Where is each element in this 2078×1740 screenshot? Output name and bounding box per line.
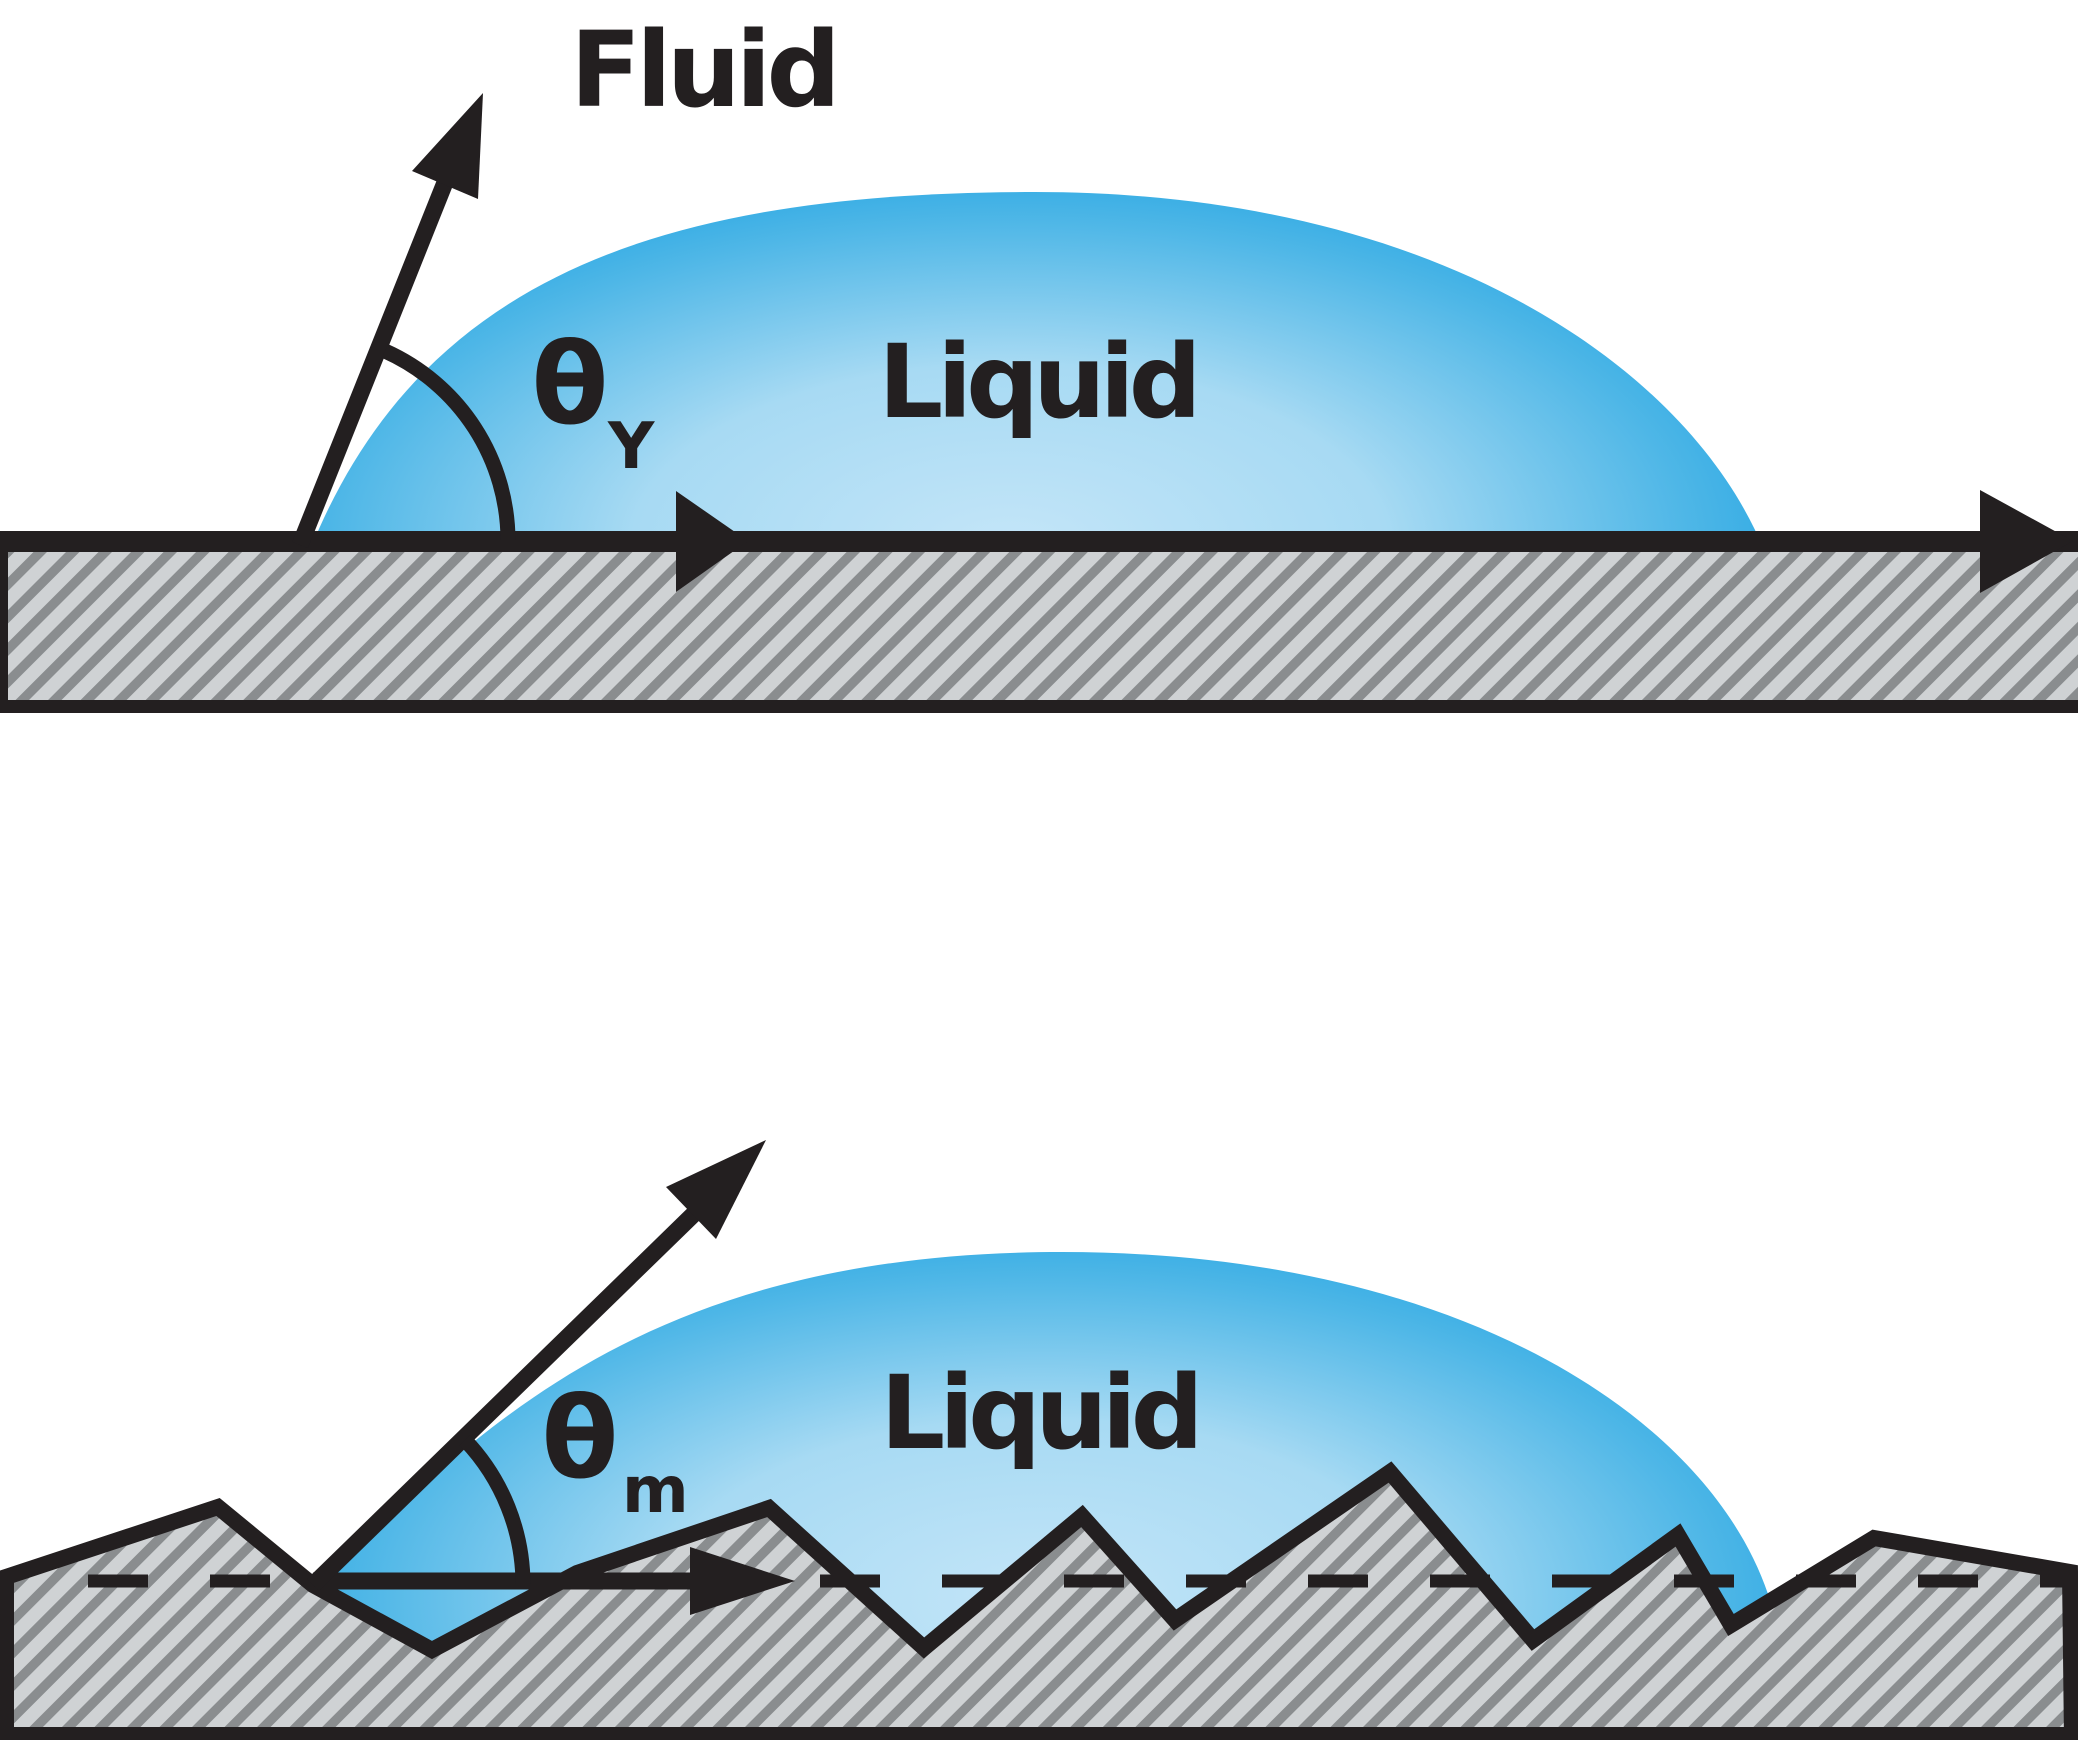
liquid-label-top: Liquid [878,323,1196,442]
slab-bottom-border-bottom [0,1727,2078,1740]
slab-bottom-border-top [0,700,2078,713]
tangent-arrow-bottom [307,1140,766,1592]
liquid-droplet-top [310,192,1764,550]
tangent-arrow-top-shaft [292,166,458,549]
surface-arrowhead-end-top [1980,490,2073,593]
surface-line-top [0,531,2078,552]
tangent-arrow-bottom-shaft [307,1201,706,1592]
rough-solid-surface [0,1461,2078,1740]
contact-angle-arc-top [381,344,516,542]
surface-arrowhead-bottom [690,1547,795,1615]
theta-symbol-bottom: θ [542,1374,619,1504]
tangent-arrowhead-top [412,93,483,199]
theta-subscript-top: Y [607,410,655,484]
tangent-arrow-top [292,93,483,549]
tangent-arrowhead-bottom [666,1140,766,1239]
smooth-slab-borders [0,490,2078,713]
liquid-label-bottom: Liquid [880,1354,1198,1473]
rough-surface-panel: Liquid θ m [0,1140,2078,1740]
slab-left-border-top [0,531,8,713]
smooth-solid-slab [0,552,2078,702]
fluid-label: Fluid [570,9,836,131]
surface-arrowhead-mid-top [676,491,748,592]
theta-symbol-top: θ [532,320,609,450]
theta-subscript-bottom: m [622,1454,689,1528]
contact-angle-arc-bottom [459,1434,531,1586]
surface-arrow-bottom [313,1547,795,1615]
smooth-surface-panel: Fluid Liquid θ Y [0,9,2078,713]
